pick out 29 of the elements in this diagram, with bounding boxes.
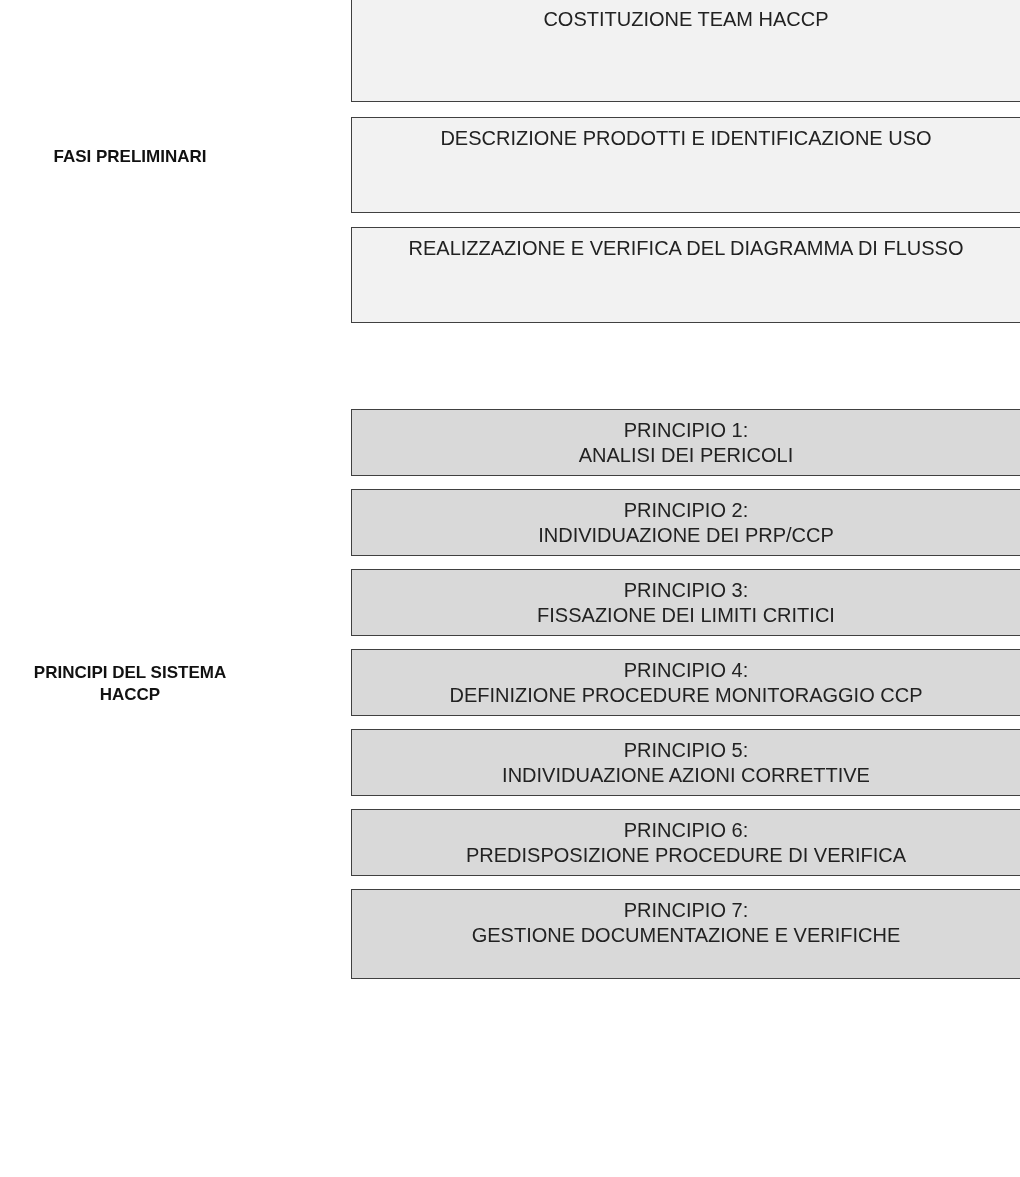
step-text: COSTITUZIONE TEAM HACCP bbox=[542, 7, 830, 32]
step-text: DEFINIZIONE PROCEDURE MONITORAGGIO CCP bbox=[448, 683, 924, 708]
step-text: INDIVIDUAZIONE AZIONI CORRETTIVE bbox=[501, 763, 871, 788]
phase-label: PRINCIPI DEL SISTEMA HACCP bbox=[32, 662, 228, 706]
step-box bbox=[351, 809, 1020, 876]
step-text: DESCRIZIONE PRODOTTI E IDENTIFICAZIONE USO bbox=[439, 126, 933, 151]
step-text: GESTIONE DOCUMENTAZIONE E VERIFICHE bbox=[470, 923, 902, 948]
phase-label: FASI PRELIMINARI bbox=[52, 146, 208, 168]
step-box bbox=[351, 649, 1020, 716]
step-text: PREDISPOSIZIONE PROCEDURE DI VERIFICA bbox=[464, 843, 908, 868]
step-box bbox=[351, 227, 1020, 323]
step-heading: PRINCIPIO 6: bbox=[622, 818, 750, 843]
step-box bbox=[351, 117, 1020, 213]
step-text: REALIZZAZIONE E VERIFICA DEL DIAGRAMMA DI FLUSSO bbox=[407, 236, 965, 261]
step-text: ANALISI DEI PERICOLI bbox=[577, 443, 795, 468]
step-text: INDIVIDUAZIONE DEI PRP/CCP bbox=[537, 523, 835, 548]
step-text: FISSAZIONE DEI LIMITI CRITICI bbox=[536, 603, 836, 628]
step-heading: PRINCIPIO 1: bbox=[622, 418, 750, 443]
step-box bbox=[351, 489, 1020, 556]
step-heading: PRINCIPIO 4: bbox=[622, 658, 750, 683]
step-box bbox=[351, 729, 1020, 796]
step-heading: PRINCIPIO 5: bbox=[622, 738, 750, 763]
step-box bbox=[351, 0, 1020, 102]
step-box bbox=[351, 409, 1020, 476]
step-heading: PRINCIPIO 2: bbox=[622, 498, 750, 523]
step-heading: PRINCIPIO 3: bbox=[622, 578, 750, 603]
step-box bbox=[351, 889, 1020, 979]
step-box bbox=[351, 569, 1020, 636]
step-heading: PRINCIPIO 7: bbox=[622, 898, 750, 923]
